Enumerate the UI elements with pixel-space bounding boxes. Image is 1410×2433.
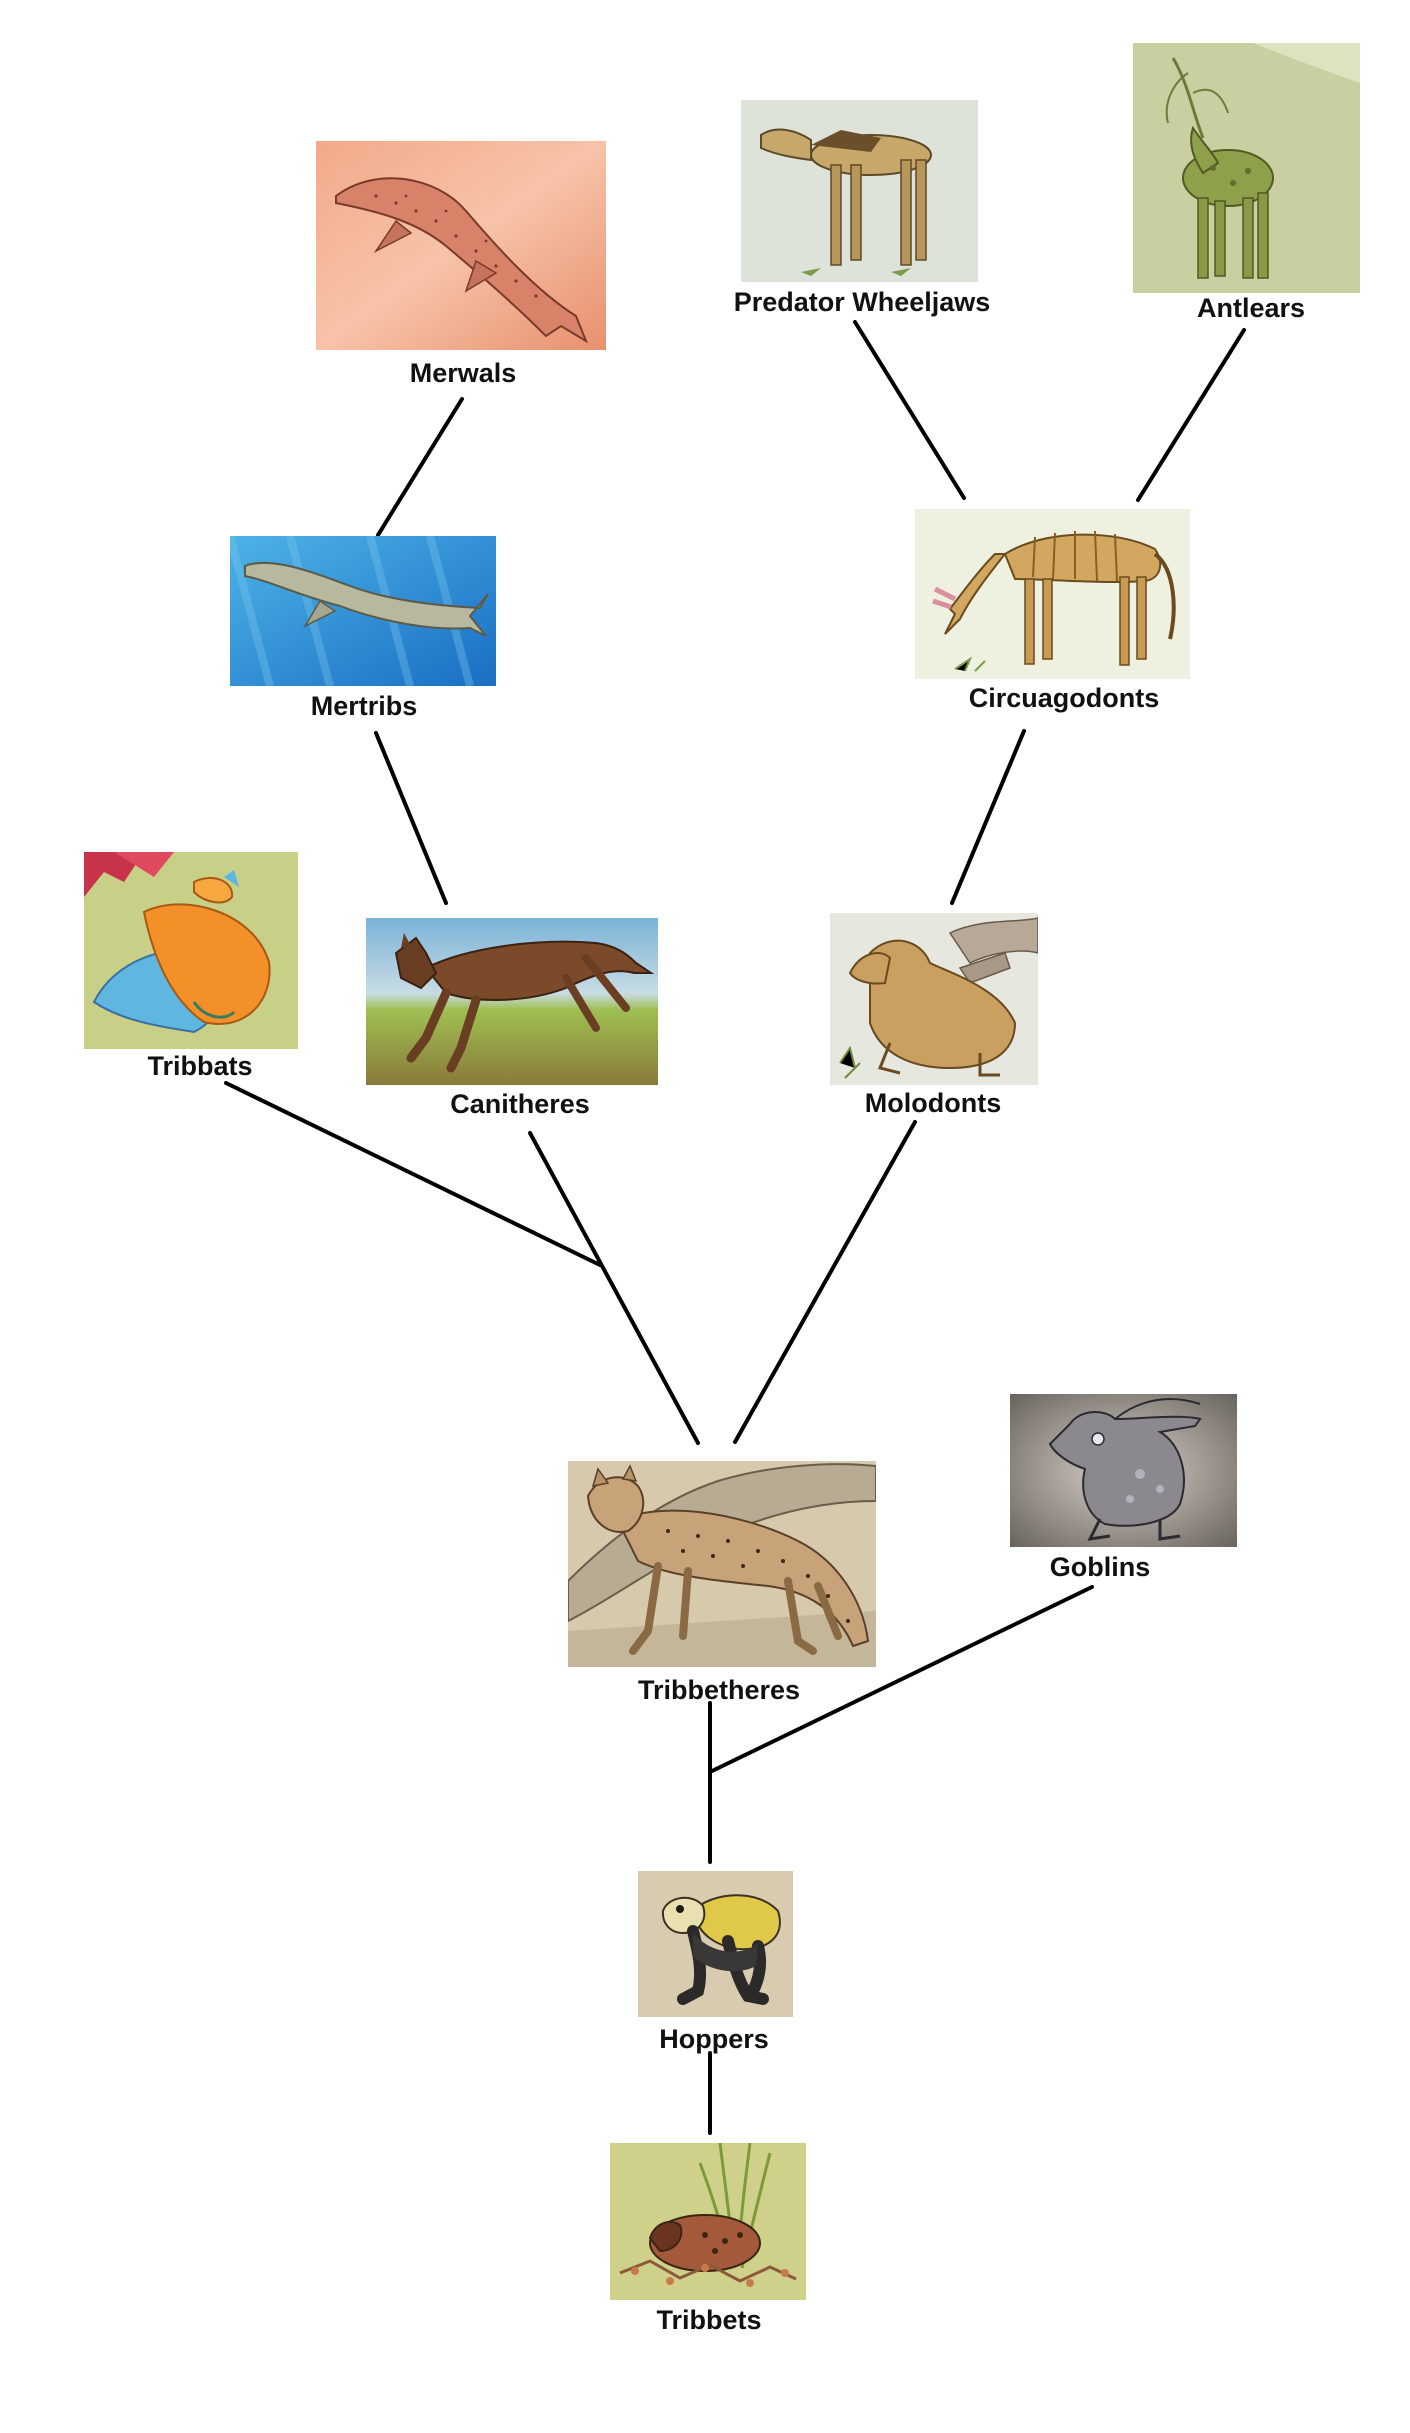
node-label-antlears: Antlears — [1196, 293, 1306, 323]
node-label-hoppers: Hoppers — [659, 2024, 769, 2054]
edge-goblins-hoppers — [710, 1585, 1094, 1773]
canithere-illustration — [366, 918, 658, 1085]
circuagodont-illustration — [915, 509, 1190, 679]
node-label-tribbets: Tribbets — [656, 2305, 762, 2335]
tribbet-illustration — [610, 2143, 806, 2300]
node-label-canitheres: Canitheres — [450, 1089, 590, 1119]
edge-mertribs-canitheres — [374, 731, 448, 905]
predator-wheeljaw-illustration — [741, 100, 978, 282]
antlear-illustration — [1133, 43, 1360, 293]
edge-predator-wheeljaws-circuagodonts — [853, 320, 966, 500]
node-label-tribbetheres: Tribbetheres — [637, 1675, 801, 1705]
node-label-tribbats: Tribbats — [147, 1051, 253, 1081]
node-label-mertribs: Mertribs — [310, 691, 418, 721]
hopper-illustration — [638, 1871, 793, 2017]
edge-tribbats-junction — [224, 1081, 602, 1267]
tribbat-illustration — [84, 852, 298, 1049]
goblin-illustration — [1010, 1394, 1237, 1547]
molodont-illustration — [830, 913, 1038, 1085]
edge-canitheres-tribbetheres — [528, 1131, 700, 1445]
edge-circuagodonts-molodonts — [950, 729, 1026, 905]
node-label-predator-wheeljaws: Predator Wheeljaws — [733, 287, 991, 317]
node-label-goblins: Goblins — [1049, 1552, 1151, 1582]
edge-merwals-mertribs — [376, 397, 464, 537]
node-label-merwals: Merwals — [409, 358, 517, 388]
merwal-illustration — [316, 141, 606, 350]
node-label-circuagodonts: Circuagodonts — [968, 683, 1160, 713]
tribbethere-illustration — [568, 1461, 876, 1667]
edge-antlears-circuagodonts — [1136, 328, 1246, 502]
mertrib-illustration — [230, 536, 496, 686]
node-label-molodonts: Molodonts — [864, 1088, 1002, 1118]
edge-molodonts-tribbetheres — [733, 1120, 917, 1444]
